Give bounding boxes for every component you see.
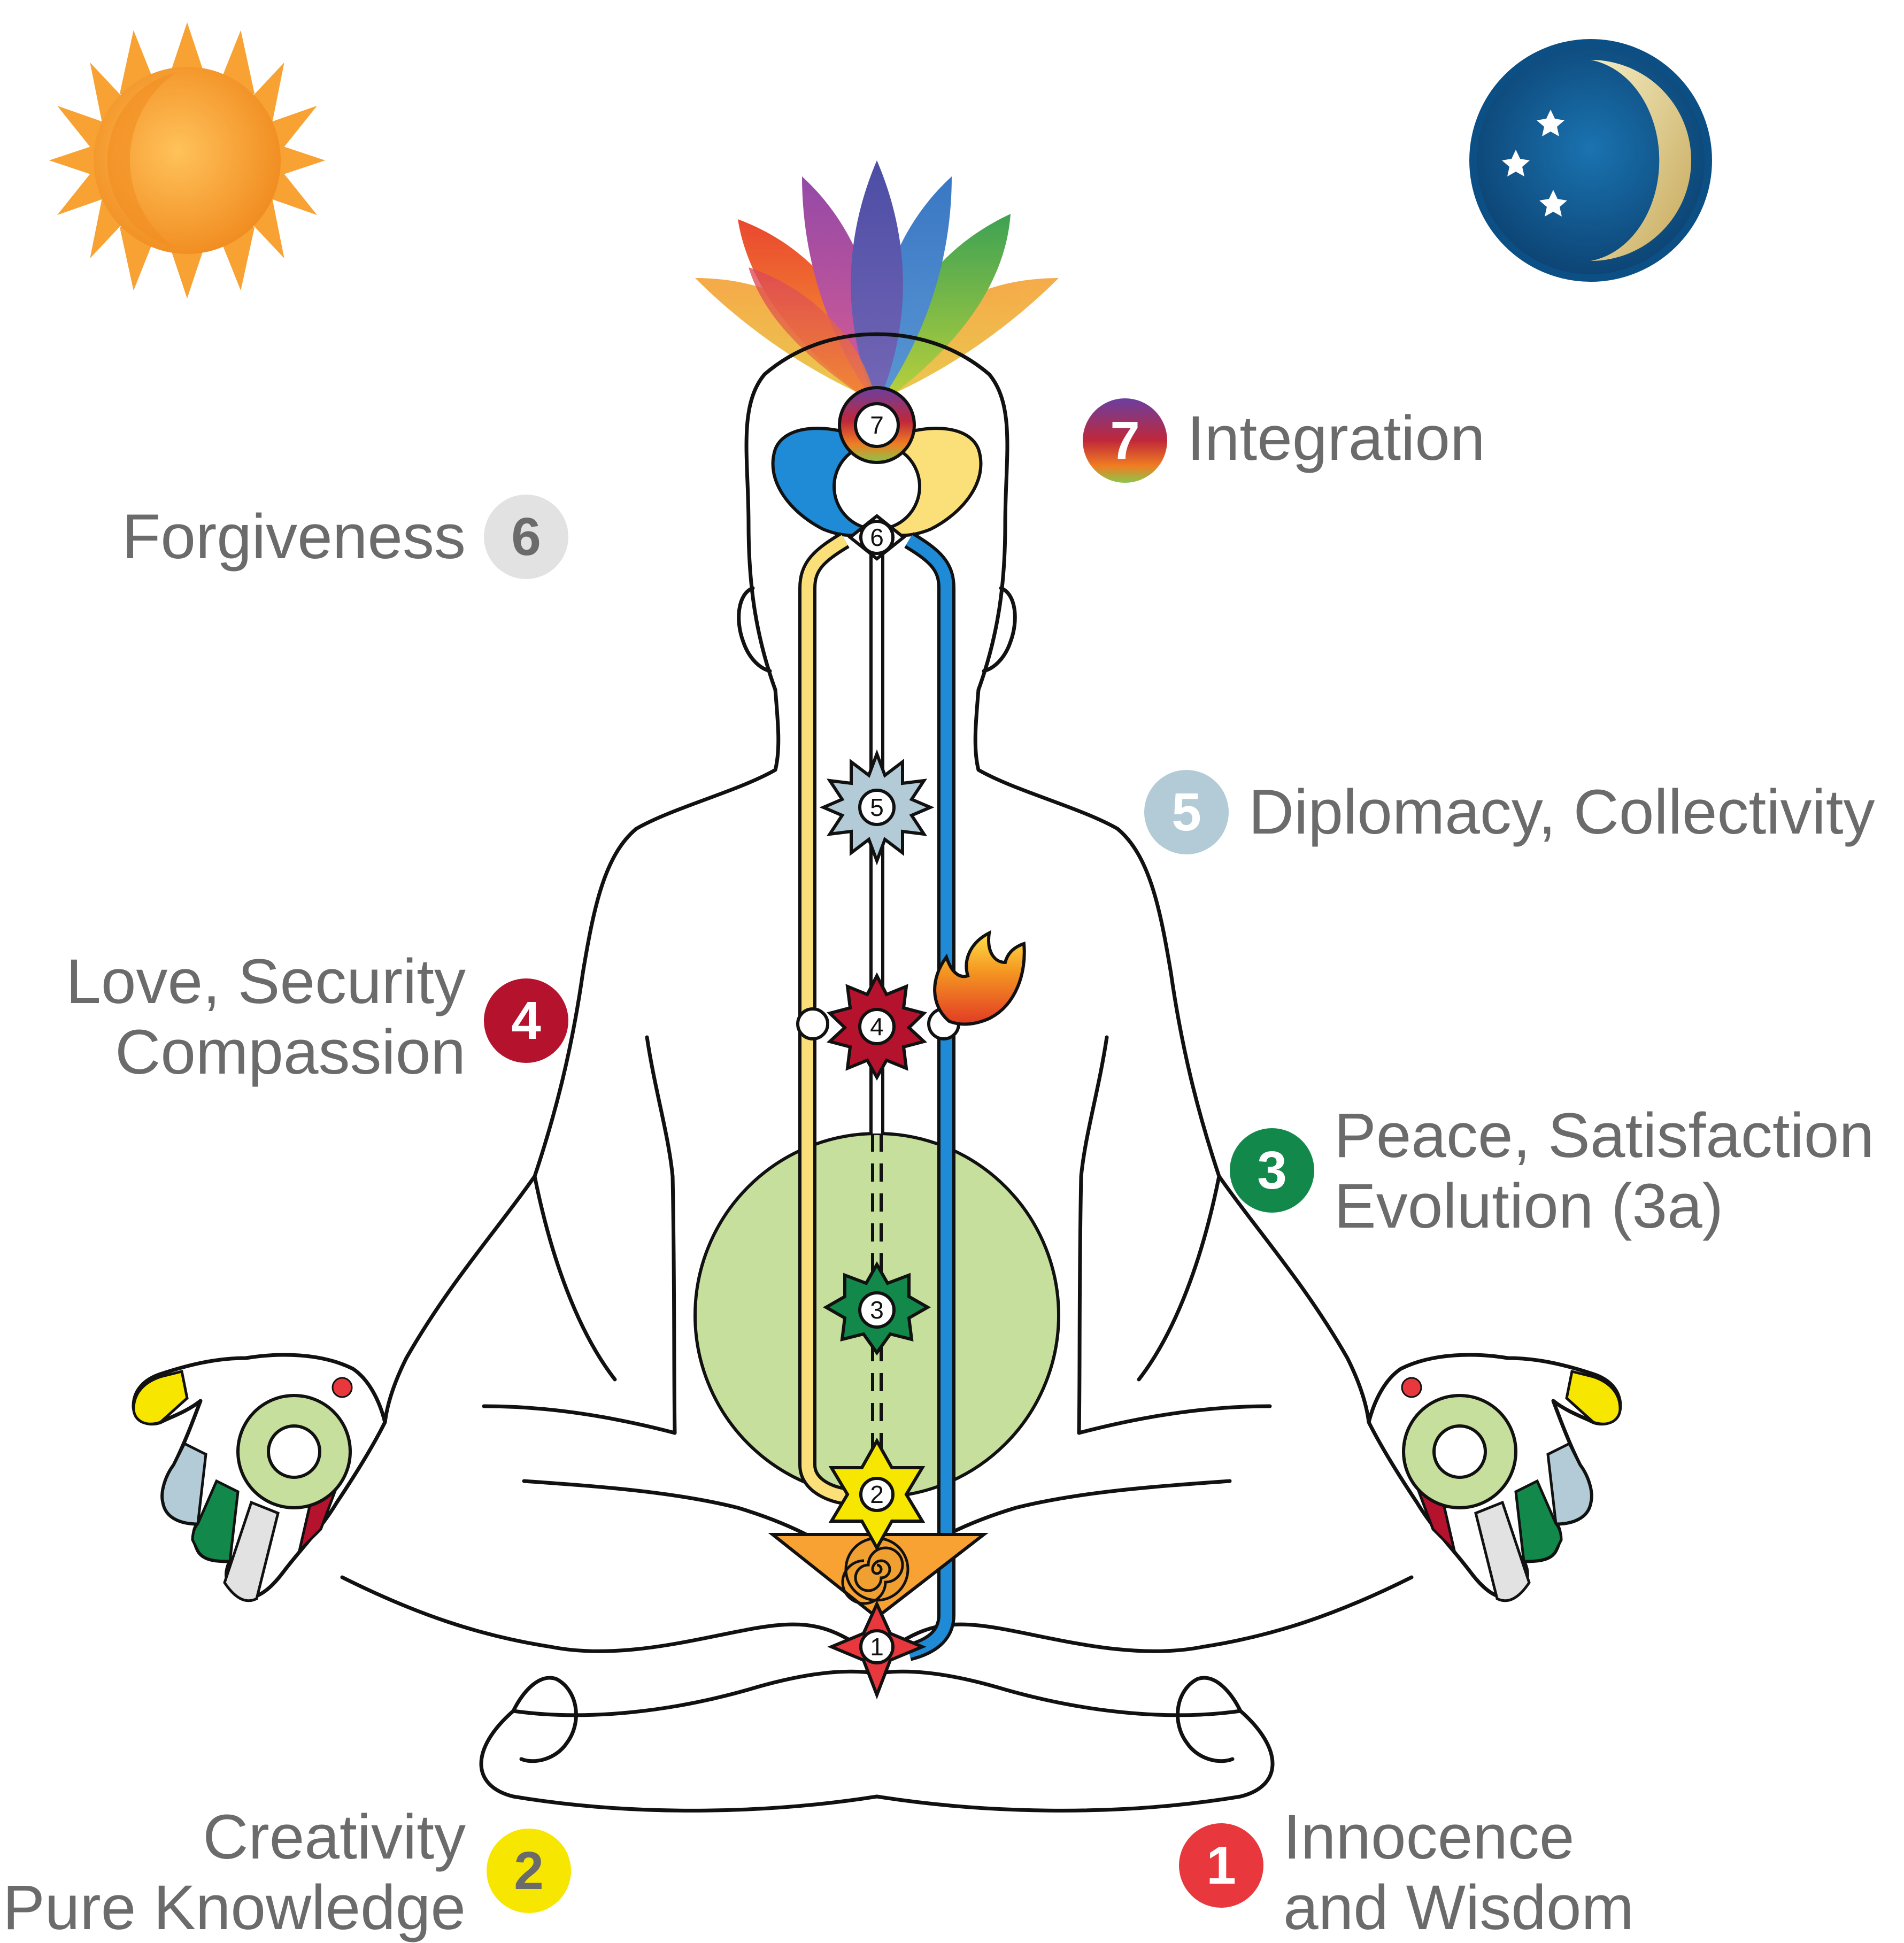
moon-icon (1473, 43, 1708, 278)
chakra-6-badge: 6 (484, 495, 568, 579)
chakra-7-label: Integration (1187, 403, 1485, 474)
chakra-4-line1: Love, Security (66, 946, 466, 1017)
chakra-5-label: Diplomacy, Collectivity (1248, 777, 1875, 847)
chakra-5-number: 5 (870, 793, 884, 821)
chakra-2-number: 2 (870, 1481, 884, 1508)
chakra-4-badge: 4 (484, 978, 568, 1063)
chakra-1-line1: Innocence (1283, 1802, 1634, 1872)
chakra-1-badge: 1 (1179, 1823, 1263, 1908)
chakra-2-label: Creativity Pure Knowledge (3, 1802, 466, 1943)
chakra-3-badge: 3 (1230, 1128, 1314, 1213)
chakra-6-number: 6 (870, 523, 884, 551)
sun-icon (51, 24, 323, 297)
chakra-3-line2: Evolution (3a) (1334, 1171, 1874, 1242)
chakra-2-line1: Creativity (3, 1802, 466, 1872)
lotus-icon (695, 160, 1059, 406)
chakra-2-line2: Pure Knowledge (3, 1872, 466, 1943)
chakra-6-label: Forgiveness (122, 502, 466, 572)
chakra-1-number: 1 (870, 1633, 884, 1661)
chakra-3-line1: Peace, Satisfaction (1334, 1100, 1874, 1171)
chakra-4-number: 4 (870, 1013, 884, 1040)
chakra-5-badge: 5 (1144, 770, 1229, 854)
chakra-1-label: Innocence and Wisdom (1283, 1802, 1634, 1943)
chakra-7-number: 7 (870, 411, 884, 439)
chakra-2-badge: 2 (487, 1829, 571, 1913)
chakra-3-number: 3 (870, 1296, 884, 1324)
chakra-3-label: Peace, Satisfaction Evolution (3a) (1334, 1100, 1874, 1242)
chakra-4-line2: Compassion (66, 1017, 466, 1088)
chakra-1-line2: and Wisdom (1283, 1872, 1634, 1943)
chakra-7-badge: 7 (1083, 398, 1167, 483)
chakra-4-label: Love, Security Compassion (66, 946, 466, 1088)
